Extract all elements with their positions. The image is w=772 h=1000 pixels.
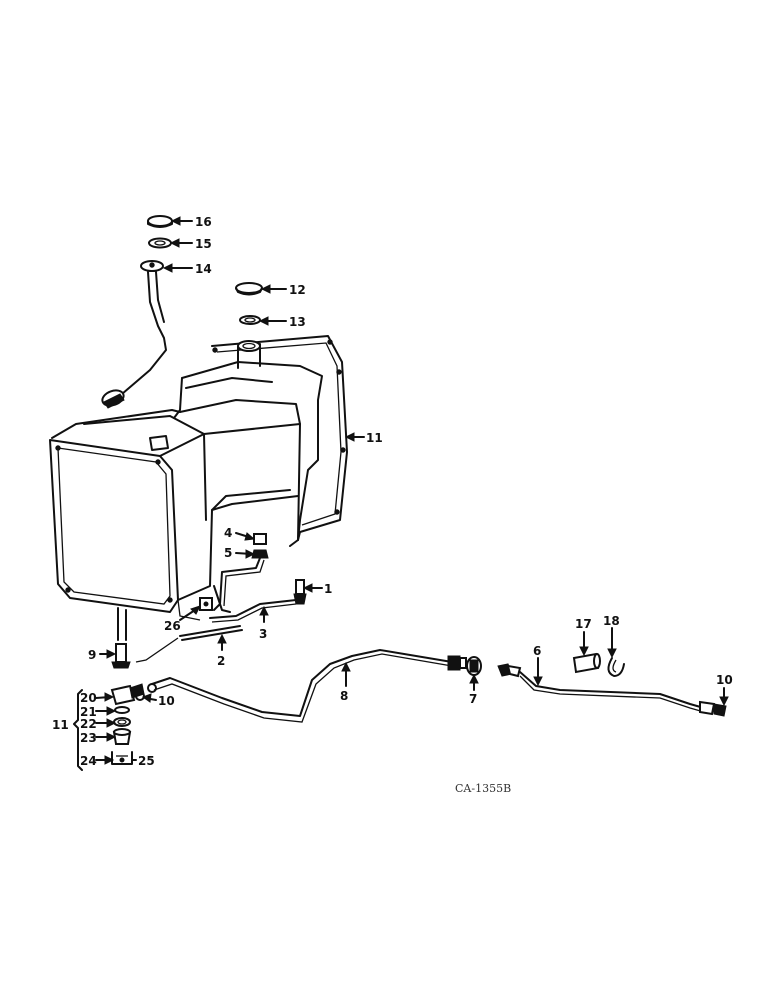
callout-8: 8: [340, 689, 348, 703]
callout-23: 23: [80, 731, 97, 745]
callout-26: 26: [164, 619, 181, 633]
fuel-filter-7: [466, 656, 482, 676]
callout-25: 25: [138, 754, 155, 768]
callout-13: 12: [289, 283, 306, 297]
callout-1: 1: [324, 582, 332, 596]
hose-and-clamp: [572, 652, 625, 677]
callout-11: 11: [52, 718, 69, 732]
fuel-tank: [49, 335, 348, 641]
callout-22: 22: [80, 717, 97, 731]
callout-2: 2: [217, 654, 225, 668]
callout-17: 16: [195, 215, 212, 229]
fuel-line-8: [151, 649, 467, 723]
fuel-gauge-sender: [101, 215, 173, 409]
callout-6: 6: [533, 644, 541, 658]
shutoff-valve-assembly: [73, 643, 157, 771]
callout-12: 11: [366, 431, 383, 445]
return-line: [199, 533, 307, 623]
callout-15: 14: [195, 262, 212, 276]
callout-10-right: 10: [716, 673, 733, 687]
callout-9: 9: [88, 648, 96, 662]
callout-leaders: [95, 216, 729, 765]
callout-3: 3: [259, 627, 267, 641]
callout-19: 18: [603, 614, 620, 628]
callout-21: 21: [80, 705, 97, 719]
callout-18: 17: [575, 617, 592, 631]
figure-code: CA-1355B: [455, 782, 511, 795]
filler-cap: [235, 282, 263, 325]
callout-20: 20: [80, 691, 97, 705]
callout-5: 5: [224, 546, 232, 560]
callout-4: 4: [224, 526, 232, 540]
callout-7: 7: [469, 692, 477, 706]
callout-24: 24: [80, 754, 97, 768]
pipe-2: [135, 625, 243, 663]
callout-16: 15: [195, 237, 212, 251]
fuel-line-6: [497, 663, 727, 717]
callout-10-left: 10: [158, 694, 175, 708]
callout-14: 13: [289, 315, 306, 329]
callout-labels: 16 15 14 12 13 11 4 5 1 3 26 2 9 10 11 2…: [52, 215, 733, 768]
